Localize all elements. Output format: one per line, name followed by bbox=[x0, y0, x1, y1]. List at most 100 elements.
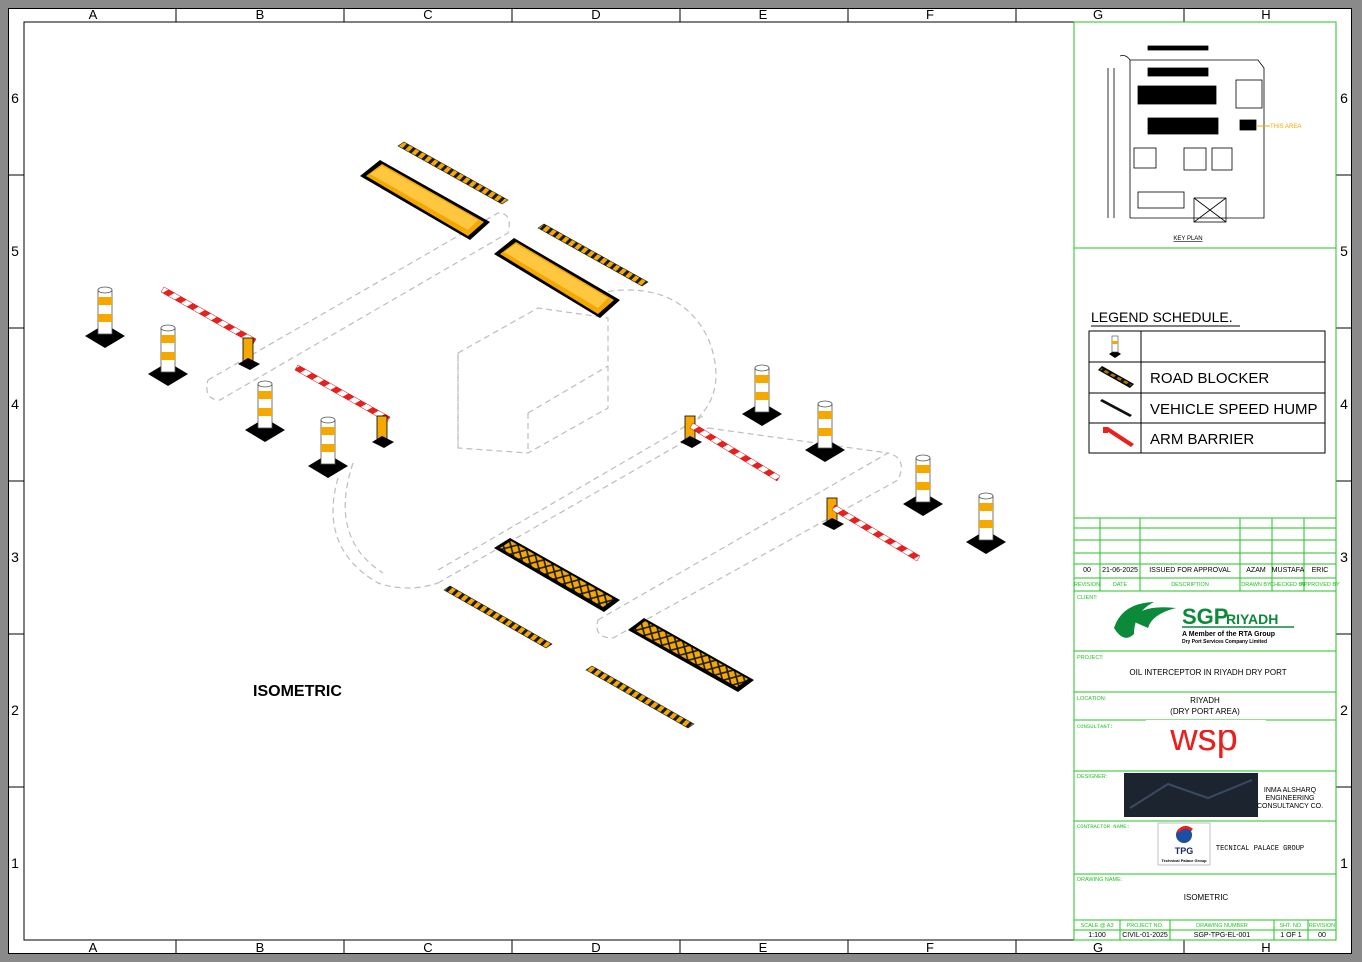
bollard-4 bbox=[307, 416, 349, 479]
speed-hump-bottom-1 bbox=[443, 585, 553, 649]
footer-scale: 1:100 bbox=[1088, 932, 1106, 939]
grid-row-labels: 6 5 4 3 2 1 6 5 4 3 2 1 bbox=[11, 90, 1348, 871]
col-label-d: D bbox=[591, 8, 600, 22]
footer-project-no: CIVIL-01-2025 bbox=[1122, 932, 1168, 939]
contractor-logo-sub: Technical Palace Group bbox=[1161, 858, 1207, 863]
col-label-b-bottom: B bbox=[256, 940, 265, 954]
client-section: CLIENT: SGP RIYADH A Member of the RTA G… bbox=[1077, 595, 1294, 645]
row-label-1-right: 1 bbox=[1340, 855, 1348, 871]
legend-item-road-blocker-label: ROAD BLOCKER bbox=[1150, 370, 1269, 387]
drawing-name: ISOMETRIC bbox=[1184, 893, 1229, 902]
contractor-section: CONTRACTOR NAME: TPG Technical Palace Gr… bbox=[1077, 822, 1304, 866]
bollard-2 bbox=[147, 324, 189, 387]
key-plan-caption: KEY PLAN bbox=[1173, 236, 1202, 242]
client-logo-city: RIYADH bbox=[1226, 611, 1278, 627]
designer-section: DESIGNER: INMA ALSHARQ ENGINEERING CONSU… bbox=[1077, 773, 1323, 817]
footer-drawing-number: SGP-TPG-EL-001 bbox=[1194, 932, 1251, 939]
bollard-6 bbox=[804, 400, 846, 463]
row-label-6: 6 bbox=[11, 90, 19, 106]
footer-revision: 00 bbox=[1318, 932, 1326, 939]
col-label-c-bottom: C bbox=[423, 940, 432, 954]
designer-line2: ENGINEERING bbox=[1265, 795, 1314, 802]
col-label-a-bottom: A bbox=[89, 940, 98, 954]
road-blocker-icon bbox=[1098, 366, 1134, 388]
consultant-section: CONSULTANT: wsp bbox=[1077, 717, 1266, 759]
arm-barrier-right-2 bbox=[822, 497, 921, 562]
rev-description: ISSUED FOR APPROVAL bbox=[1149, 567, 1231, 574]
footer-header-project-no: PROJECT NO. bbox=[1127, 923, 1164, 929]
rev-header-date: DATE bbox=[1113, 582, 1128, 588]
location-line2: (DRY PORT AREA) bbox=[1170, 707, 1240, 716]
row-label-3-right: 3 bbox=[1340, 549, 1348, 565]
contractor-logo-text: TPG bbox=[1175, 846, 1194, 856]
road-blocker-top-1 bbox=[360, 160, 490, 240]
arm-barrier-icon bbox=[1103, 427, 1134, 447]
col-label-h-bottom: H bbox=[1261, 940, 1270, 954]
legend-title: LEGEND SCHEDULE. bbox=[1091, 309, 1233, 325]
footer-sheet-no: 1 OF 1 bbox=[1280, 932, 1302, 939]
rev-header-approved: APPROVED BY bbox=[1300, 582, 1340, 588]
col-label-a: A bbox=[89, 8, 98, 22]
row-label-3: 3 bbox=[11, 549, 19, 565]
legend-item-arm-barrier-label: ARM BARRIER bbox=[1150, 431, 1254, 448]
col-label-g-bottom: G bbox=[1093, 940, 1103, 954]
arm-barrier-left-1 bbox=[160, 286, 260, 370]
client-logo-name: SGP bbox=[1182, 604, 1228, 629]
bollard-3 bbox=[244, 380, 286, 443]
arm-barrier-left-2 bbox=[294, 364, 394, 448]
footer-header-sheet-no: SHT. NO. bbox=[1279, 923, 1303, 929]
project-name: OIL INTERCEPTOR IN RIYADH DRY PORT bbox=[1129, 668, 1286, 677]
rev-header-description: DESCRIPTION bbox=[1171, 582, 1209, 588]
speed-hump-top-1 bbox=[397, 141, 509, 205]
drawing-name-section: DRAWING NAME: ISOMETRIC bbox=[1077, 877, 1228, 902]
row-label-6-right: 6 bbox=[1340, 90, 1348, 106]
key-plan: THIS AREA KEY PLAN bbox=[1107, 45, 1301, 242]
road-blocker-bottom-1 bbox=[494, 538, 620, 612]
client-logo-tagline: A Member of the RTA Group bbox=[1182, 631, 1275, 638]
rev-date: 21-06-2025 bbox=[1102, 567, 1138, 574]
designer-line1: INMA ALSHARQ bbox=[1264, 787, 1317, 794]
title-block bbox=[1073, 21, 1337, 941]
legend: LEGEND SCHEDULE. ROAD BLOCKER VEHICLE SP… bbox=[1088, 309, 1326, 454]
road-blocker-top-2 bbox=[494, 238, 620, 318]
bollard-7 bbox=[902, 454, 944, 517]
row-label-5: 5 bbox=[11, 243, 19, 259]
key-plan-marker: THIS AREA bbox=[1270, 124, 1301, 130]
road-blocker-bottom-2 bbox=[628, 618, 754, 692]
bollard-1 bbox=[84, 286, 126, 349]
drawing-sheet: A B C D E F G H A B C D E F G H 6 5 4 3 … bbox=[8, 7, 1352, 955]
row-label-4: 4 bbox=[11, 396, 19, 412]
col-label-g: G bbox=[1093, 8, 1103, 22]
col-label-f: F bbox=[926, 8, 934, 22]
drawing-name-label: DRAWING NAME: bbox=[1077, 877, 1123, 883]
bollard-8 bbox=[965, 492, 1007, 555]
location-line1: RIYADH bbox=[1190, 696, 1220, 705]
project-label: PROJECT: bbox=[1077, 655, 1104, 661]
col-label-h: H bbox=[1261, 8, 1270, 22]
grid-column-labels: A B C D E F G H A B C D E F G H bbox=[8, 7, 1352, 955]
legend-item-speed-hump-label: VEHICLE SPEED HUMP bbox=[1150, 401, 1318, 418]
view-label: ISOMETRIC bbox=[253, 683, 342, 700]
rev-drawn: AZAM bbox=[1246, 567, 1266, 574]
row-label-4-right: 4 bbox=[1340, 396, 1348, 412]
col-label-f-bottom: F bbox=[926, 940, 934, 954]
rev-header-checked: CHECKED BY bbox=[1270, 582, 1306, 588]
designer-line3: CONSULTANCY CO. bbox=[1257, 803, 1323, 810]
contractor-logo: TPG Technical Palace Group bbox=[1157, 822, 1211, 866]
rev-approved: ERIC bbox=[1312, 567, 1329, 574]
col-label-e: E bbox=[759, 8, 768, 22]
col-label-c: C bbox=[423, 8, 432, 22]
row-label-2: 2 bbox=[11, 702, 19, 718]
project-section: PROJECT: OIL INTERCEPTOR IN RIYADH DRY P… bbox=[1077, 655, 1287, 716]
revision-table: 00 21-06-2025 ISSUED FOR APPROVAL AZAM M… bbox=[1074, 567, 1340, 588]
road-outline bbox=[206, 212, 902, 639]
consultant-label: CONSULTANT: bbox=[1077, 723, 1113, 730]
col-label-d-bottom: D bbox=[591, 940, 600, 954]
row-label-2-right: 2 bbox=[1340, 702, 1348, 718]
arm-barrier-right-1 bbox=[680, 415, 781, 482]
rev-header-drawn: DRAWN BY bbox=[1241, 582, 1271, 588]
contractor-name: TECNICAL PALACE GROUP bbox=[1216, 845, 1304, 853]
col-label-b: B bbox=[256, 8, 265, 22]
isometric-drawing: ISOMETRIC bbox=[84, 141, 1007, 729]
location-label: LOCATION: bbox=[1077, 696, 1107, 702]
